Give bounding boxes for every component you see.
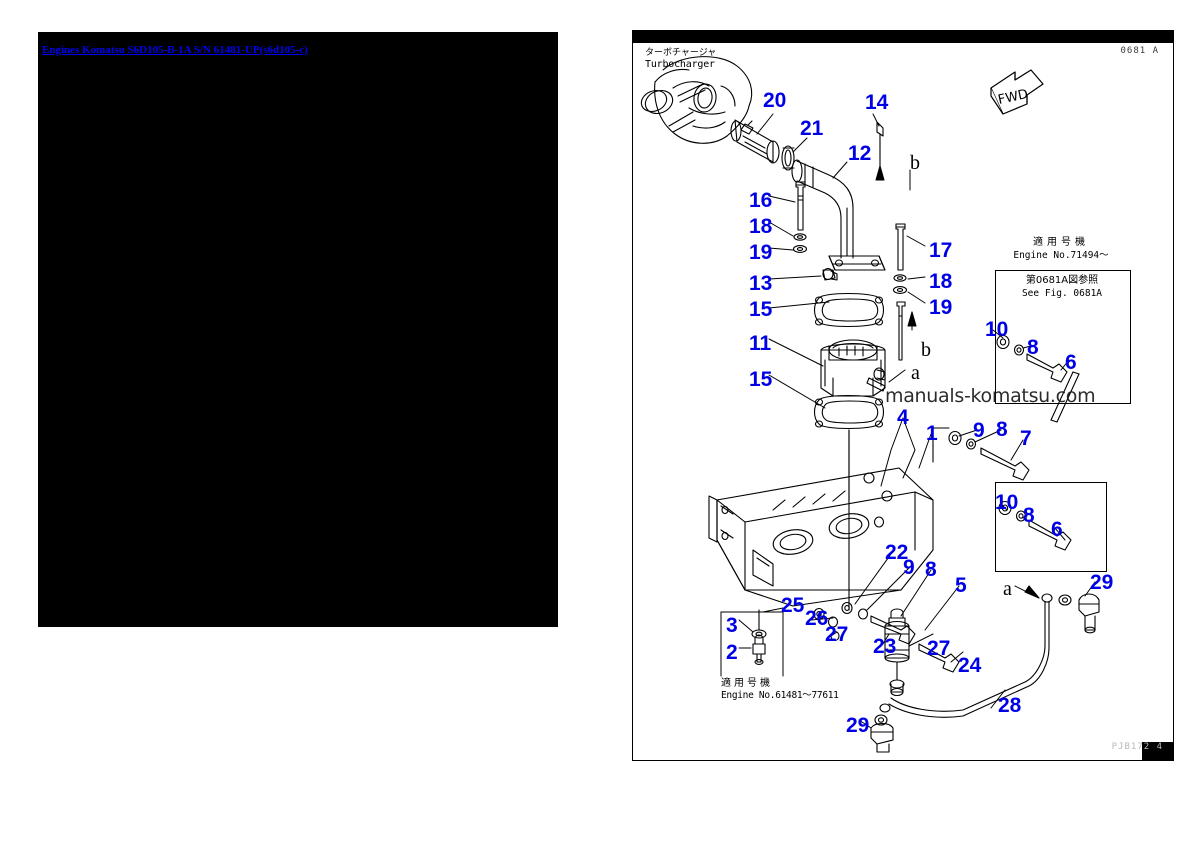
scan-edge-right: [1125, 30, 1173, 43]
diagram-linework: [640, 56, 1100, 753]
callout-number: 26: [805, 607, 829, 630]
page-code-top: 0681 A: [1120, 46, 1159, 56]
section-letter-marker: b: [921, 339, 931, 361]
turbocharger-caption-jp: ターボチャージャ: [645, 48, 717, 58]
page-code-bottom: PJB172 4: [1111, 742, 1163, 752]
document-title-link[interactable]: Engines Komatsu S6D105-B-1A S/N 61481-UP…: [42, 44, 308, 56]
ref-box-lower: [995, 482, 1107, 572]
callout-number: 6: [1065, 351, 1077, 374]
callout-number: 13: [749, 272, 773, 295]
callout-number: 7: [1020, 427, 1032, 450]
callout-number: 28: [998, 694, 1022, 717]
callout-number: 5: [955, 574, 967, 597]
callout-number: 10: [995, 491, 1019, 514]
callout-number: 8: [925, 558, 937, 581]
ref-box-heading: 適用号機 Engine No.71494～: [991, 236, 1131, 262]
callout-number: 22: [885, 541, 909, 564]
callout-number: 18: [749, 215, 773, 238]
callout-number: 4: [897, 406, 909, 429]
callout-number: 12: [848, 142, 872, 165]
callout-number: 15: [749, 368, 773, 391]
callout-number: 24: [958, 654, 982, 677]
callout-number: 10: [985, 318, 1009, 341]
watermark: manuals-komatsu.com: [885, 385, 1096, 407]
ref-box-heading-en: Engine No.71494～: [1013, 250, 1109, 261]
parts-diagram-page: ターボチャージャ Turbocharger: [632, 30, 1174, 761]
callout-number: 8: [1027, 336, 1039, 359]
ref-box-0681a: [995, 270, 1131, 404]
fwd-arrow-label: FWD: [997, 87, 1030, 108]
ref-box-body-en: See Fig. 0681A: [1021, 288, 1103, 299]
section-letter-marker: a: [911, 362, 920, 384]
callout-number: 27: [825, 623, 849, 646]
engine-no-note-en: Engine No.61481～77611: [721, 690, 839, 701]
callout-number: 9: [903, 556, 915, 579]
turbocharger-caption-en: Turbocharger: [645, 59, 715, 70]
callout-number: 8: [1023, 504, 1035, 527]
section-letter-marker: a: [1003, 578, 1012, 600]
callout-number: 17: [929, 239, 953, 262]
callout-number: 11: [749, 332, 772, 355]
ref-box-body-jp: 第0681A図参照: [1025, 275, 1099, 286]
preview-pane: Engines Komatsu S6D105-B-1A S/N 61481-UP…: [38, 32, 558, 627]
callout-number: 3: [726, 614, 738, 637]
ref-box-heading-jp: 適用号機: [1033, 237, 1089, 248]
turbocharger-caption: ターボチャージャ Turbocharger: [645, 47, 716, 71]
callout-number: 19: [749, 241, 773, 264]
callout-number: 16: [749, 189, 773, 212]
callout-number: 19: [929, 296, 953, 319]
ref-box-body: 第0681A図参照 See Fig. 0681A: [995, 274, 1129, 300]
scan-edge-top: [633, 30, 1173, 43]
scan-edge-bottom-right: [1142, 742, 1173, 760]
fwd-arrow-icon: FWD: [985, 62, 1051, 120]
callout-number: 9: [973, 419, 985, 442]
callout-number: 15: [749, 298, 773, 321]
callout-number: 18: [929, 270, 953, 293]
callout-number: 23: [873, 635, 897, 658]
callout-number: 1: [926, 422, 938, 445]
callout-number: 27: [927, 637, 951, 660]
callout-number: 29: [1090, 571, 1114, 594]
engine-no-note-jp: 適用号機: [721, 678, 773, 689]
callout-number: 25: [781, 594, 805, 617]
callout-number: 14: [865, 91, 889, 114]
callout-number: 21: [800, 117, 824, 140]
callout-number: 6: [1051, 518, 1063, 541]
engine-no-note: 適用号機 Engine No.61481～77611: [721, 678, 839, 702]
callout-number: 20: [763, 89, 787, 112]
callout-number: 8: [996, 418, 1008, 441]
callout-number: 29: [846, 714, 870, 737]
section-letter-marker: b: [910, 152, 920, 174]
callout-number: 2: [726, 641, 738, 664]
